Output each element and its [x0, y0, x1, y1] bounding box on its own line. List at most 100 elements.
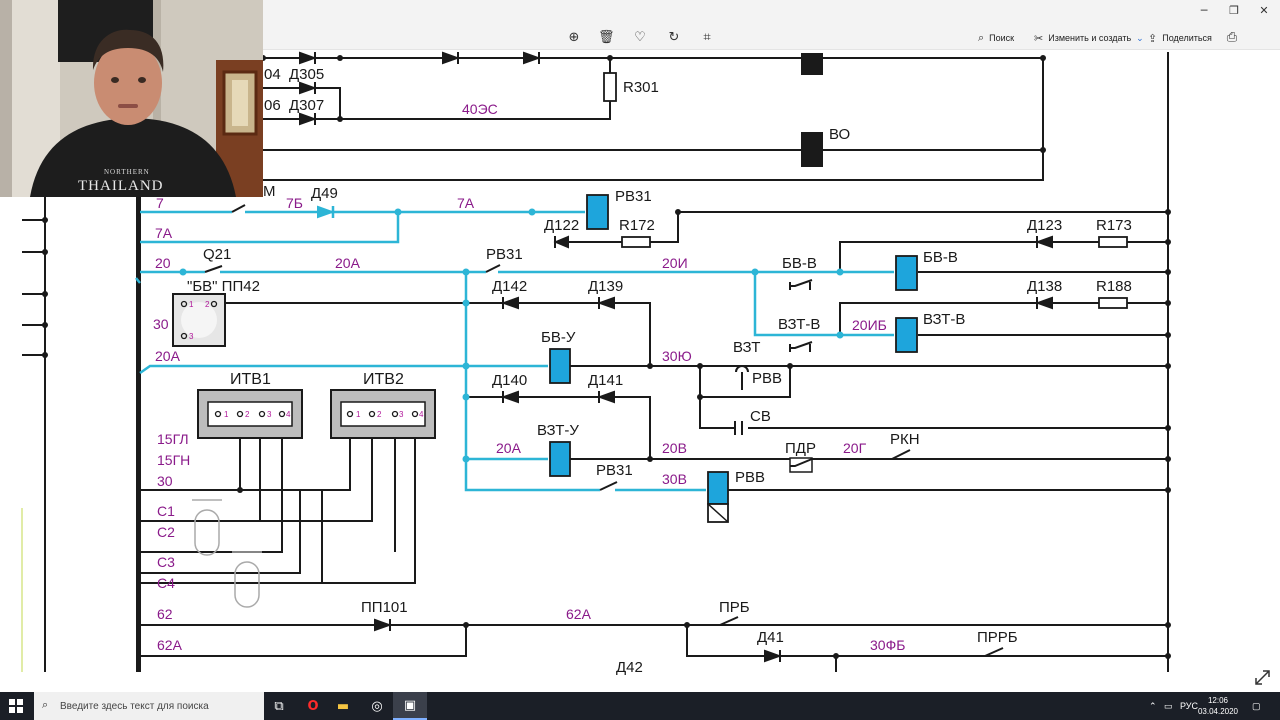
windows-taskbar: ⌕ Введите здесь текст для поиска ⧉ O ▬ ◎… — [0, 692, 1280, 720]
edit-icon: ✂ — [1034, 32, 1044, 45]
wire-label: 20В — [662, 440, 687, 456]
label-coil: ВЗТ-У — [537, 422, 579, 439]
pin-number: 4 — [419, 410, 424, 419]
taskbar-clock[interactable]: 12:06 03.04.2020 — [1196, 695, 1240, 717]
wire-label: 20А — [155, 348, 181, 364]
share-icon: ⇪ — [1148, 32, 1158, 45]
wire-label: 20А — [496, 440, 522, 456]
network-icon[interactable]: ▭ — [1164, 700, 1173, 711]
label-contact: РВВ — [752, 370, 782, 387]
label-diode: Д41 — [757, 629, 784, 646]
coil-rv31 — [586, 194, 609, 230]
photos-app-icon[interactable]: ▣ — [393, 692, 427, 720]
chrome-icon[interactable]: ◎ — [371, 698, 383, 714]
resistor-r172 — [621, 236, 651, 248]
label-resistor: R188 — [1096, 278, 1132, 295]
pin-number: 2 — [245, 410, 250, 419]
wire-label: 30ФБ — [870, 637, 905, 653]
label-coil: РВВ — [735, 469, 765, 486]
crop-icon[interactable]: ⌗ — [703, 30, 711, 45]
tray-expand-icon[interactable]: ⌃ — [1149, 700, 1157, 711]
wire-label: 20И — [662, 255, 688, 271]
label-diode: Д139 — [588, 278, 623, 295]
language-indicator[interactable]: РУС — [1180, 701, 1199, 711]
pin-number: 1 — [224, 410, 229, 419]
label-coil: БВ-У — [541, 329, 576, 346]
label-diode: Д140 — [492, 372, 527, 389]
label-resistor: R172 — [619, 217, 655, 234]
diode-d305-a — [299, 51, 317, 65]
label-coil: ВО — [829, 126, 850, 143]
wire-label: 7А — [457, 195, 475, 211]
expand-icon[interactable] — [1255, 670, 1270, 685]
wire-label: 20Г — [843, 440, 867, 456]
minimize-icon[interactable]: ─ — [1200, 4, 1208, 17]
wire-label: 62 — [157, 606, 173, 622]
wire-label: 30В — [662, 471, 687, 487]
webcam-overlay: NORTHERN THAILAND — [0, 0, 263, 197]
wire-label: 15ГН — [157, 452, 190, 468]
pin-number: 1 — [189, 300, 194, 309]
wire-label: С3 — [157, 554, 175, 570]
pin-number: 4 — [286, 410, 291, 419]
label-contact: РКН — [890, 431, 920, 448]
label-itv1: ИТВ1 — [230, 371, 271, 388]
wire-label: 20ИБ — [852, 317, 887, 333]
wire-label: 20 — [155, 255, 171, 271]
restore-icon[interactable]: ❐ — [1229, 4, 1239, 17]
wire-label: 30Ю — [662, 348, 692, 364]
label-diode: Д42 — [616, 659, 643, 676]
search-button-label: Поиск — [989, 33, 1015, 43]
label-capacitor: СВ — [750, 408, 771, 425]
label-diode: Д141 — [588, 372, 623, 389]
wire-40es — [340, 101, 611, 120]
label-diode: Д305 — [289, 66, 324, 83]
search-button[interactable]: ⌕ Поиск — [978, 29, 1014, 47]
label-coil: БВ-В — [923, 249, 958, 266]
coil-vo — [801, 132, 823, 167]
taskbar-search-placeholder: Введите здесь текст для поиска — [60, 700, 209, 712]
clock-date: 03.04.2020 — [1197, 707, 1239, 716]
pin-number: 3 — [267, 410, 272, 419]
label-contact: ВЗТ — [733, 339, 760, 356]
label-relay: РВ31 — [615, 188, 652, 205]
label-diode: 06 — [264, 97, 281, 114]
webcam-video — [0, 0, 263, 197]
file-explorer-icon[interactable]: ▬ — [336, 698, 350, 714]
coil-vzt-u — [549, 441, 571, 477]
taskbar-search-input[interactable]: ⌕ Введите здесь текст для поиска — [34, 692, 264, 720]
delete-icon[interactable]: 🗑 — [598, 30, 615, 45]
rotate-icon[interactable]: ↻ — [668, 30, 680, 45]
notification-icon[interactable]: ▢ — [1252, 700, 1261, 711]
favorite-icon[interactable]: ♡ — [634, 30, 646, 45]
zoom-icon[interactable]: ⊕ — [568, 30, 580, 45]
label-contact: ПДР — [785, 440, 816, 457]
edit-create-label: Изменить и создать — [1048, 33, 1132, 43]
wire-label: 30 — [153, 316, 169, 332]
label-coil: ВЗТ-В — [923, 311, 965, 328]
wire-label: С4 — [157, 575, 175, 591]
label-contact: РВ31 — [486, 246, 523, 263]
resistor-r301 — [603, 72, 617, 102]
close-icon[interactable]: ✕ — [1259, 4, 1269, 17]
edit-create-button[interactable]: ✂ Изменить и создать ⌄ — [1034, 29, 1144, 47]
start-button[interactable] — [9, 699, 23, 713]
label-diode: ПП101 — [361, 599, 408, 616]
wire-label: 7А — [155, 225, 173, 241]
chevron-down-icon: ⌄ — [1136, 32, 1144, 43]
coil-bv-u — [549, 348, 571, 384]
label-contact: РВ31 — [596, 462, 633, 479]
coil-bv-v — [895, 255, 918, 291]
wire-label: 62А — [157, 637, 183, 653]
label-diode: Д122 — [544, 217, 579, 234]
search-icon: ⌕ — [42, 699, 49, 711]
opera-icon[interactable]: O — [307, 698, 319, 714]
share-button[interactable]: ⇪ Поделиться — [1148, 29, 1212, 47]
coil-top — [801, 53, 823, 75]
shirt-text-line1: NORTHERN — [104, 168, 150, 176]
task-view-icon[interactable]: ⧉ — [274, 698, 284, 714]
wire-label: 7Б — [286, 195, 303, 211]
wire-label: С2 — [157, 524, 175, 540]
print-icon[interactable]: ⎙ — [1226, 30, 1238, 45]
